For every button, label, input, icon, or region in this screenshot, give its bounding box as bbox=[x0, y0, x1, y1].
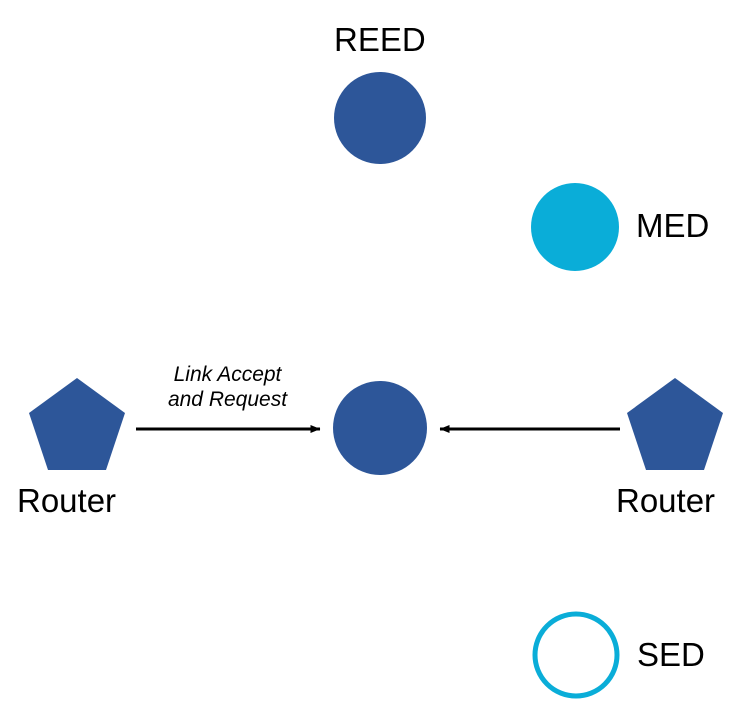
node-label-reed: REED bbox=[334, 21, 426, 58]
edge-label-link-accept-and-request: Link Accept and Request bbox=[155, 363, 300, 413]
node-router-left[interactable] bbox=[29, 378, 125, 470]
node-label-med: MED bbox=[636, 207, 710, 244]
node-label-sed: SED bbox=[637, 636, 705, 673]
node-med[interactable] bbox=[531, 183, 619, 271]
edge-label-line-2: and Request bbox=[167, 387, 288, 411]
node-sed[interactable] bbox=[532, 611, 620, 699]
node-router-right[interactable] bbox=[627, 378, 723, 470]
node-label-router-left: Router bbox=[17, 482, 117, 519]
node-label-router-right: Router bbox=[616, 482, 716, 519]
edge-label-line-1: Link Accept bbox=[173, 363, 282, 386]
node-leader[interactable] bbox=[333, 381, 427, 475]
node-reed[interactable] bbox=[334, 72, 426, 164]
